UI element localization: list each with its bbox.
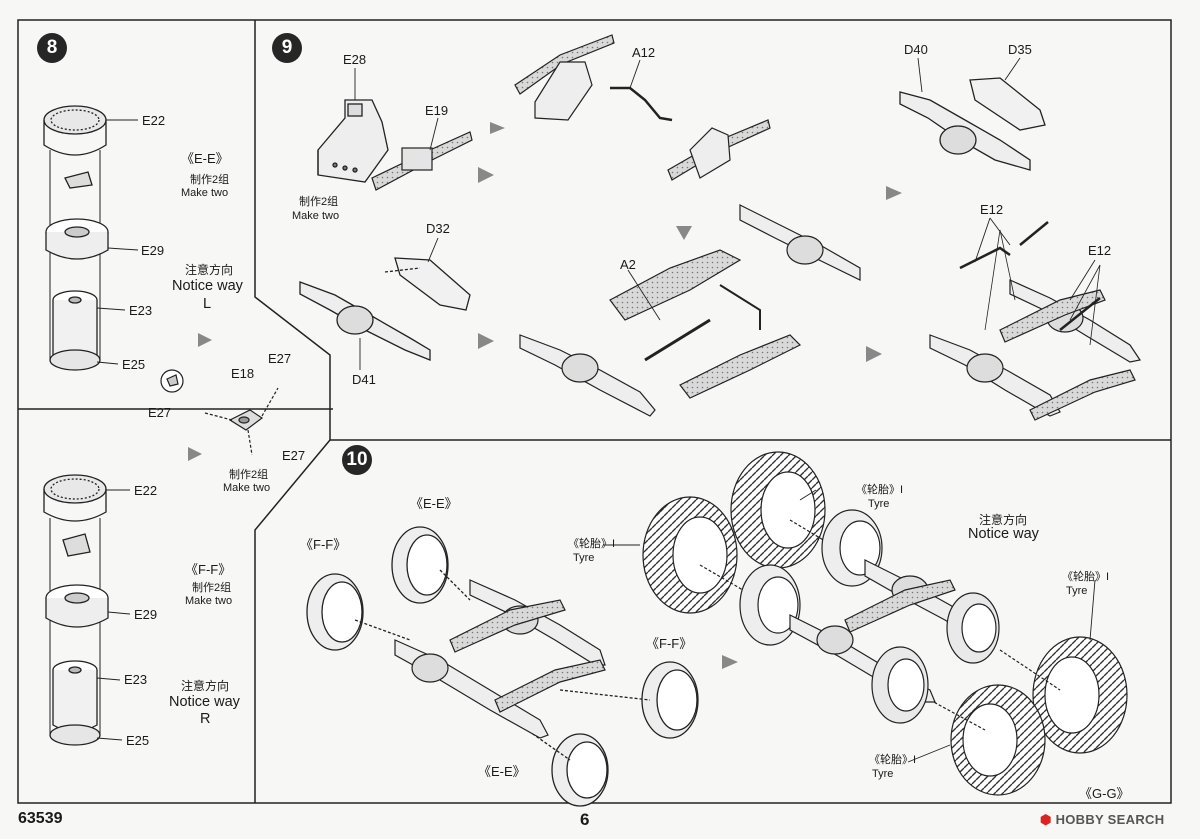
part-label-e28: E28 (343, 52, 367, 67)
step10-chassis-right (739, 509, 1000, 724)
part-label-e27-bottom: E27 (282, 448, 306, 463)
tyre-label-en: Tyre (1066, 585, 1088, 597)
step9-axle-d40 (899, 77, 1046, 171)
notice-way-en: Notice way (169, 694, 240, 710)
watermark-brand: HOBBY SEARCH (1055, 812, 1165, 827)
notice-side-l: L (203, 296, 212, 312)
section-tag-ff: 《F-F》 (646, 636, 693, 651)
step8-top-leaders (96, 119, 139, 365)
part-label-e12-right: E12 (1088, 243, 1112, 258)
part-label-e23: E23 (129, 303, 153, 318)
make-two-cn: 制作2组 (192, 582, 232, 594)
make-two-en: Make two (181, 187, 229, 199)
make-two-cn: 制作2组 (229, 469, 269, 481)
tyre-label-en: Tyre (872, 768, 894, 780)
tyre-label-cn: 《轮胎》I (869, 754, 917, 766)
section-tag-gg: 《G-G》 (1079, 786, 1130, 801)
watermark: ⬢ HOBBY SEARCH (1040, 812, 1164, 828)
step10-tyres-loose (642, 451, 1128, 796)
notice-way-cn: 注意方向 (185, 263, 234, 277)
tyre-label-en: Tyre (573, 552, 595, 564)
page-number: 6 (580, 810, 590, 829)
notice-way-en: Notice way (172, 278, 243, 294)
document-code: 63539 (18, 810, 63, 827)
part-label-e22: E22 (142, 113, 166, 128)
part-label-d41: D41 (352, 372, 376, 387)
step9-bracket-e28 (317, 99, 389, 183)
step8-bottom-leaders (96, 489, 131, 741)
step9-spring-a12 (514, 34, 771, 181)
step10-rims-left (306, 526, 699, 807)
tyre-label-cn: 《轮胎》I (1062, 571, 1110, 583)
part-label-e18: E18 (231, 366, 255, 381)
panel-borders (17, 19, 1172, 804)
part-label-d40: D40 (904, 42, 928, 57)
step8-top-parts (43, 105, 109, 371)
make-two-cn: 制作2组 (299, 196, 339, 208)
tyre-label-en: Tyre (868, 498, 890, 510)
step-number-8: 8 (37, 33, 67, 63)
notice-way-cn: 注意方向 (181, 679, 230, 693)
notice-way-cn: 注意方向 (979, 513, 1028, 527)
part-label-e29: E29 (134, 607, 158, 622)
tyre-label-cn: 《轮胎》I (856, 484, 904, 496)
step8-bottom-parts (43, 474, 109, 746)
section-tag-ff: 《F-F》 (185, 562, 232, 577)
section-tag-ee: 《E-E》 (478, 764, 526, 779)
make-two-en: Make two (185, 595, 233, 607)
step-number-9: 9 (272, 33, 302, 63)
flow-arrows (188, 122, 902, 669)
notice-way-en: Notice way (968, 526, 1039, 542)
step8-middle-parts (160, 369, 279, 456)
part-label-d32: D32 (426, 221, 450, 236)
section-tag-ee: 《E-E》 (181, 151, 229, 166)
section-tag-ff: 《F-F》 (300, 537, 347, 552)
make-two-cn: 制作2组 (190, 174, 230, 186)
part-label-e25: E25 (122, 357, 146, 372)
part-label-d35: D35 (1008, 42, 1032, 57)
step9-spring-e19 (371, 131, 473, 191)
part-label-e22: E22 (134, 483, 158, 498)
part-label-a12: A12 (632, 45, 656, 60)
step9-chassis-middle (519, 204, 861, 417)
step9-axle-d41 (299, 257, 471, 361)
part-label-e12-top: E12 (980, 202, 1004, 217)
part-label-e27-left: E27 (148, 405, 172, 420)
make-two-en: Make two (292, 210, 340, 222)
step9-chassis-final (929, 221, 1141, 421)
part-label-a2: A2 (620, 257, 636, 272)
part-label-e27-top: E27 (268, 351, 292, 366)
notice-side-r: R (200, 711, 211, 727)
part-label-e25: E25 (126, 733, 150, 748)
tyre-label-cn: 《轮胎》I (568, 538, 616, 550)
step10-chassis-left (394, 579, 606, 739)
part-label-e19: E19 (425, 103, 449, 118)
step-number-10: 10 (342, 445, 372, 475)
part-label-e23: E23 (124, 672, 148, 687)
watermark-h-icon: ⬢ (1040, 812, 1056, 827)
make-two-en: Make two (223, 482, 271, 494)
section-tag-ee: 《E-E》 (410, 496, 458, 511)
part-label-e29: E29 (141, 243, 165, 258)
leader-lines (354, 57, 1096, 763)
